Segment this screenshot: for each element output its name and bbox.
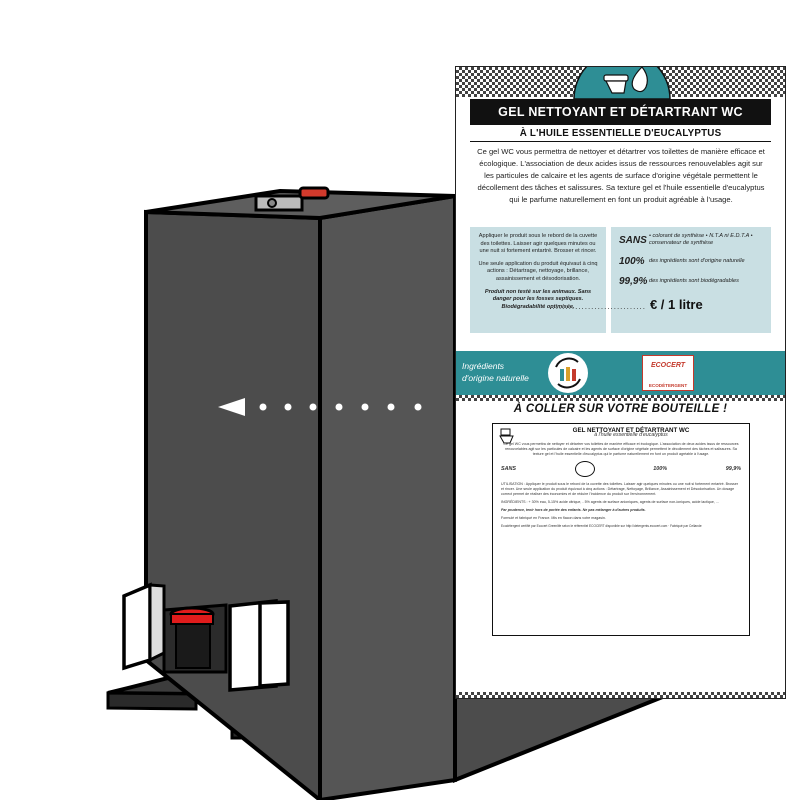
left-arrow-icon — [218, 398, 422, 416]
usage-box: Appliquer le produit sous le rebord de l… — [470, 227, 606, 333]
mini-utilisation: UTILISATION : Appliquer le produit sous … — [501, 482, 739, 496]
mini-ingredients: INGRÉDIENTS : + 30% eau, 5-15% acide cit… — [501, 500, 719, 504]
toilet-drop-icon — [573, 67, 671, 99]
mini-made-in: Formulé et fabriqué en France. Mis en fl… — [501, 516, 606, 520]
mini-distributor: Ecodétergent certifié par Ecocert Greenl… — [501, 524, 702, 528]
safety-text: Produit non testé sur les animaux. Sans … — [484, 288, 592, 310]
mini-ecocert-logo — [574, 461, 595, 477]
top-latch[interactable] — [254, 186, 330, 212]
mini-warning: Par prudence, tenir hors de portée des e… — [501, 508, 646, 512]
product-label-panel: GEL NETTOYANT ET DÉTARTRANT WC À L'HUILE… — [455, 66, 786, 699]
mini-title: GEL NETTOYANT ET DÉTARTRANT WC — [572, 427, 690, 434]
toilet-icon — [499, 428, 514, 444]
recycle-bottles-icon — [548, 353, 588, 393]
mini-subtitle: à l'huile essentielle d'eucalyptus — [594, 432, 668, 438]
mini-bottle-label: GEL NETTOYANT ET DÉTARTRANT WC à l'huile… — [492, 423, 750, 636]
claim-natural: 100% des ingrédients sont d'origine natu… — [619, 256, 745, 267]
claims-box: SANS • colorant de synthèse • N.T.A ni E… — [611, 227, 771, 333]
price-line: ..............................€ / 1 litr… — [549, 297, 703, 312]
divider — [470, 141, 771, 142]
band-text-line2: d'origine naturelle — [462, 373, 529, 383]
mini-description: Ce gel WC vous permettra de nettoyer et … — [503, 442, 739, 456]
mini-claim-100: 100% — [653, 465, 668, 472]
claim-sans: SANS • colorant de synthèse • N.T.A ni E… — [619, 233, 753, 246]
machine-front — [144, 209, 322, 800]
label-subtitle: À L'HUILE ESSENTIELLE D'EUCALYPTUS — [519, 128, 722, 139]
actions-text: Une seule application du produit équivau… — [478, 260, 598, 282]
natural-ingredients-band: Ingrédients d'origine naturelle ECOCERT … — [456, 351, 785, 395]
machine-right-side — [318, 193, 457, 800]
label-title: GEL NETTOYANT ET DÉTARTRANT WC — [470, 99, 771, 125]
usage-text: Appliquer le produit sous le rebord de l… — [478, 233, 598, 255]
claim-biodegradable: 99,9% des ingrédients sont biodégradable… — [619, 276, 739, 287]
mini-claims: SANS 100% 99,9% — [501, 461, 741, 477]
price-unit: € / 1 litre — [649, 297, 703, 312]
mini-claim-999: 99,9% — [725, 465, 741, 472]
product-description: Ce gel WC vous permettra de nettoyer et … — [477, 147, 765, 204]
stick-instruction: À COLLER SUR VOTRE BOUTEILLE ! — [513, 403, 728, 415]
dispensing-nozzle[interactable] — [122, 582, 290, 692]
mini-claim-sans: SANS — [501, 465, 516, 472]
ecocert-logo: ECOCERT ECODÉTERGENT — [642, 355, 694, 391]
band-text-line1: Ingrédients — [462, 361, 505, 371]
